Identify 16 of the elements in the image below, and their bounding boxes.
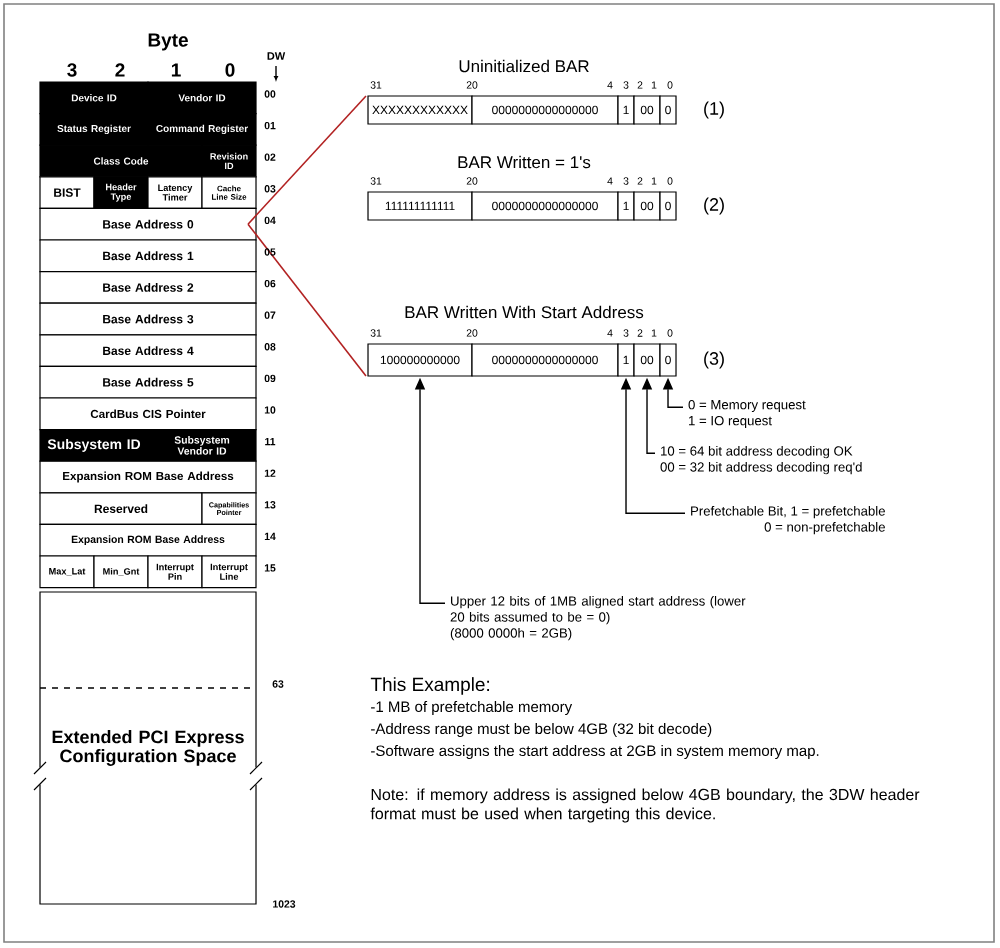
byte-number: 3 <box>67 63 77 77</box>
byte-number: 0 <box>225 63 235 77</box>
byte-number: 2 <box>115 63 125 77</box>
callout-line <box>247 95 367 225</box>
register-title: BAR Written With Start Address <box>405 305 644 319</box>
note-text: Note: if memory address is assigned below 4GB boundary, the 3DW header format must be used when targeting this device. <box>370 788 920 823</box>
register-number: (1) <box>704 101 724 119</box>
heading: Byte <box>148 33 188 51</box>
register-title: Uninitialized BAR <box>459 59 589 73</box>
register-number: (3) <box>704 351 724 369</box>
byte-number: 1 <box>171 63 181 77</box>
callout-line <box>247 223 367 377</box>
register-number: (2) <box>704 197 724 215</box>
extended-space-box: Extended PCI Express Configuration Space <box>39 591 257 905</box>
register-title: BAR Written = 1's <box>458 155 591 169</box>
note-heading: This Example: <box>370 677 489 695</box>
